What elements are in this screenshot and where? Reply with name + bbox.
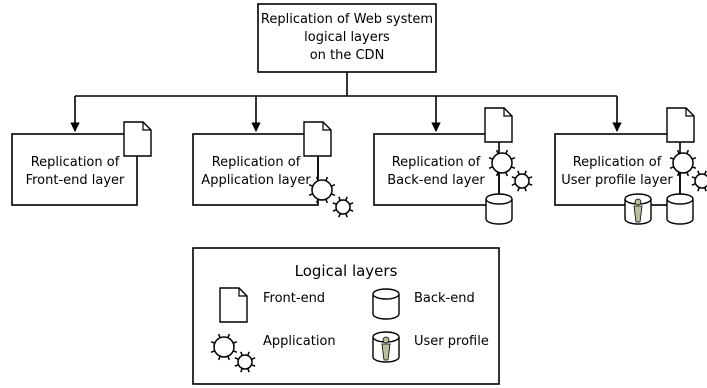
legend-backend-label: Back-end xyxy=(414,291,475,306)
gear-icon xyxy=(308,176,354,218)
legend: Logical layers Front-end Back-end Applic… xyxy=(192,247,500,385)
connector-lines xyxy=(70,72,622,132)
gear-icon xyxy=(210,333,256,373)
backend-box: Replication of Back-end layer xyxy=(373,107,533,225)
legend-application-label: Application xyxy=(263,334,336,349)
backend-line-1: Replication of xyxy=(392,155,481,170)
root-line-1: Replication of Web system xyxy=(261,12,433,27)
database-icon xyxy=(485,193,513,225)
userprofile-line-2: User profile layer xyxy=(561,173,673,188)
document-icon xyxy=(484,107,513,143)
application-box: Replication of Application layer xyxy=(192,121,354,218)
legend-frontend-label: Front-end xyxy=(263,291,325,306)
frontend-box: Replication of Front-end layer xyxy=(11,121,152,206)
root-line-3: on the CDN xyxy=(310,48,385,63)
database-icon xyxy=(372,288,400,320)
gear-icon xyxy=(669,149,707,192)
application-line-1: Replication of xyxy=(212,155,301,170)
user-profile-icon xyxy=(372,331,400,363)
application-line-2: Application layer xyxy=(201,173,311,188)
document-icon xyxy=(219,287,248,323)
gear-icon xyxy=(488,149,533,192)
frontend-line-1: Replication of xyxy=(31,155,120,170)
document-icon xyxy=(303,121,332,157)
legend-userprofile-label: User profile xyxy=(414,334,489,349)
document-icon xyxy=(666,107,695,143)
database-icon xyxy=(666,193,694,225)
root-box: Replication of Web system logical layers… xyxy=(257,3,437,73)
frontend-line-2: Front-end layer xyxy=(26,173,125,188)
user-profile-icon xyxy=(624,193,652,225)
legend-title: Logical layers xyxy=(295,262,398,280)
userprofile-box: Replication of User profile layer xyxy=(554,107,707,225)
root-line-2: logical layers xyxy=(304,30,390,45)
userprofile-line-1: Replication of xyxy=(573,155,662,170)
document-icon xyxy=(123,121,152,157)
backend-line-2: Back-end layer xyxy=(387,173,485,188)
